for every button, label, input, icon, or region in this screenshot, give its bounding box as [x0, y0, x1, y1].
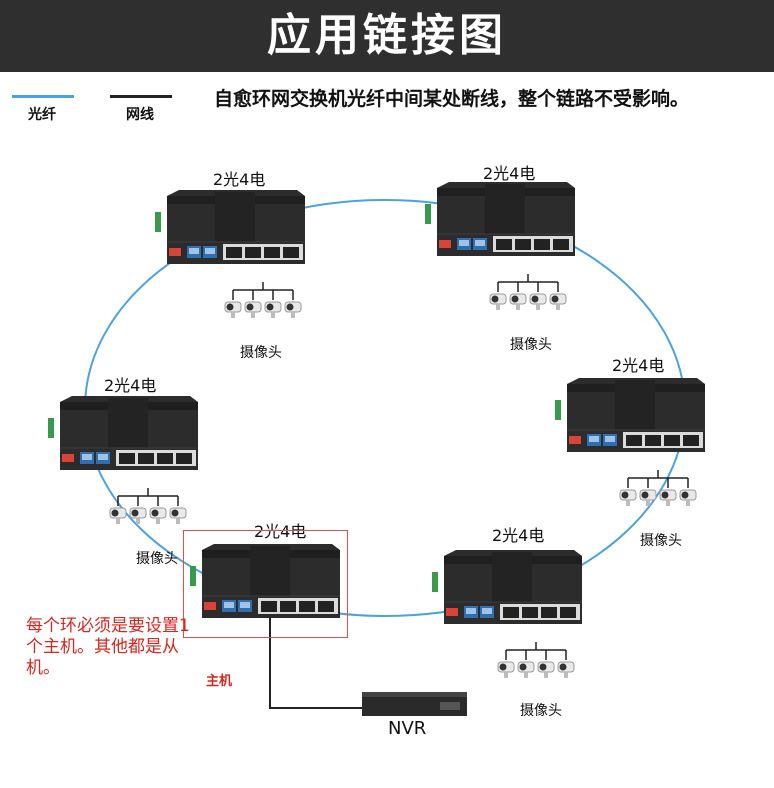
camera-label: 摄像头 [510, 337, 552, 353]
camera-label: 摄像头 [240, 345, 282, 361]
page-title: 应用链接图 [267, 10, 507, 61]
switch-label: 2光4电 [492, 526, 545, 545]
switch-middle-right [554, 377, 706, 453]
switch-label: 2光4电 [104, 376, 157, 395]
fiber-legend-label: 光纤 [28, 107, 56, 123]
switch-bottom-right [431, 549, 583, 625]
cable-legend-label: 网线 [126, 107, 154, 123]
camera-group-top-right [490, 274, 566, 310]
switch-label: 2光4电 [213, 170, 266, 189]
master-label: 主机 [206, 674, 233, 689]
switch-top-left [154, 189, 306, 265]
nvr-device [362, 692, 467, 716]
camera-label: 摄像头 [640, 533, 682, 549]
cable-legend-line [110, 95, 172, 98]
camera-group-bottom-right [498, 642, 574, 678]
switch-middle-left [47, 395, 199, 471]
camera-group-top-left [225, 282, 301, 318]
camera-label: 摄像头 [520, 703, 562, 719]
master-highlight-box [183, 530, 348, 638]
camera-label: 摄像头 [136, 551, 178, 567]
nvr-cable [269, 618, 362, 709]
switch-top-right [424, 181, 576, 257]
master-note: 每个环必须是要设置1个主机。其他都是从机。 [26, 616, 190, 678]
switch-label: 2光4电 [612, 356, 665, 375]
nvr-label: NVR [388, 718, 427, 739]
switch-label: 2光4电 [483, 164, 536, 183]
fiber-legend-line [12, 95, 74, 98]
camera-group-middle-right [620, 470, 696, 506]
ring-note: 自愈环网交换机光纤中间某处断线，整个链路不受影响。 [214, 88, 690, 110]
header-bar [0, 0, 774, 72]
switch-label: 2光4电 [254, 522, 307, 541]
